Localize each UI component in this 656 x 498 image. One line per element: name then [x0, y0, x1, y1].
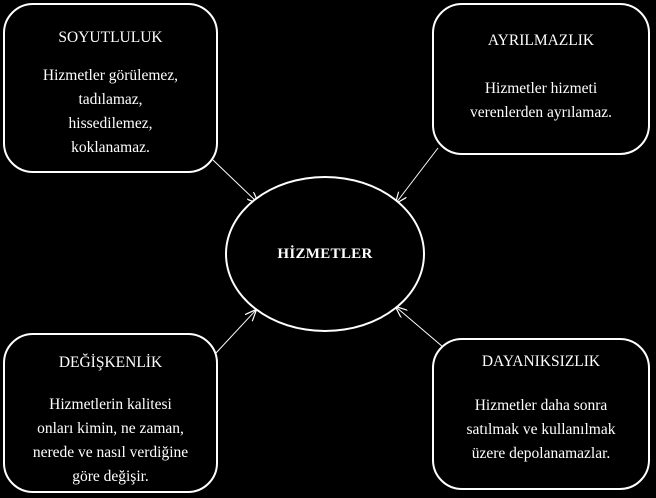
arrow-degiskenlik-to-center — [215, 310, 256, 354]
box-text-line: Hizmetler daha sonra — [474, 397, 608, 414]
box-dayaniksizlik: DAYANIKSIZLIK Hizmetler daha sonra satıl… — [432, 338, 650, 490]
box-text-line: koklanamaz. — [71, 139, 150, 156]
box-text-line: verenlerden ayrılamaz. — [470, 104, 612, 121]
box-title: DAYANIKSIZLIK — [481, 353, 601, 370]
box-text-line: nerede ve nasıl verdiğine — [32, 444, 189, 461]
box-text-line: hissedilemez, — [68, 115, 153, 132]
box-degiskenlik: DEĞİŞKENLİK Hizmetlerin kalitesi onları … — [3, 333, 218, 493]
arrow-dayaniksizlik-to-center — [396, 307, 444, 348]
box-title: AYRILMAZLIK — [487, 32, 595, 49]
box-text-line: onları kimin, ne zaman, — [37, 420, 184, 437]
box-title: SOYUTLULUK — [58, 29, 163, 46]
center-label: HİZMETLER — [277, 245, 373, 262]
box-text-line: üzere depolanamazlar. — [471, 445, 611, 462]
box-soyutluluk: SOYUTLULUK Hizmetler görülemez, tadılama… — [3, 3, 218, 173]
box-text-line: Hizmetlerin kalitesi — [49, 396, 172, 413]
box-text-line: tadılamaz, — [78, 91, 143, 108]
box-text-line: satılmak ve kullanılmak — [466, 421, 616, 438]
box-text-line: Hizmetler hizmeti — [484, 80, 598, 97]
box-ayrilmazlik: AYRILMAZLIK Hizmetler hizmeti verenlerde… — [432, 3, 650, 155]
box-text-line: göre değişir. — [72, 468, 149, 485]
box-text-line: Hizmetler görülemez, — [42, 67, 179, 84]
arrow-soyutluluk-to-center — [212, 159, 258, 203]
box-title: DEĞİŞKENLİK — [58, 354, 163, 371]
arrow-ayrilmazlik-to-center — [396, 147, 439, 203]
center-ellipse: HİZMETLER — [225, 176, 425, 332]
